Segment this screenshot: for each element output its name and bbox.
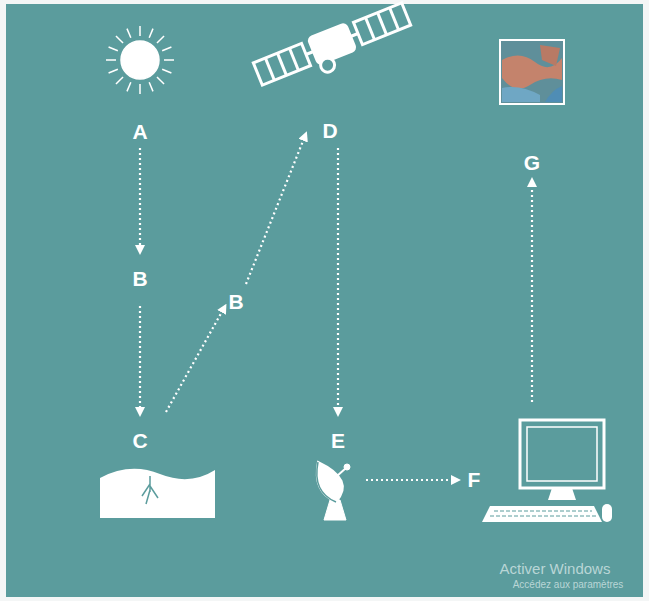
- computer-icon: [482, 420, 612, 522]
- stage-letter: E: [331, 429, 345, 453]
- stage-letter: B: [132, 267, 147, 291]
- stage-letter: G: [524, 151, 540, 175]
- stage-letter: D: [322, 119, 337, 143]
- watermark-text: Activer Windows: [500, 560, 611, 577]
- antenna-dish-icon: [317, 462, 350, 520]
- sun-icon: [106, 26, 174, 94]
- image-thumbnail: [500, 40, 564, 104]
- watermark-text: Accédez aux paramètres: [513, 579, 624, 590]
- stage-letter: C: [132, 429, 147, 453]
- stage-letter: F: [468, 468, 481, 492]
- stage-letter: B: [228, 290, 243, 314]
- satellite-icon: [253, 1, 416, 97]
- ground-icon: [100, 469, 215, 518]
- energy-flow-arrows: [140, 136, 532, 480]
- stage-letter: A: [132, 120, 147, 144]
